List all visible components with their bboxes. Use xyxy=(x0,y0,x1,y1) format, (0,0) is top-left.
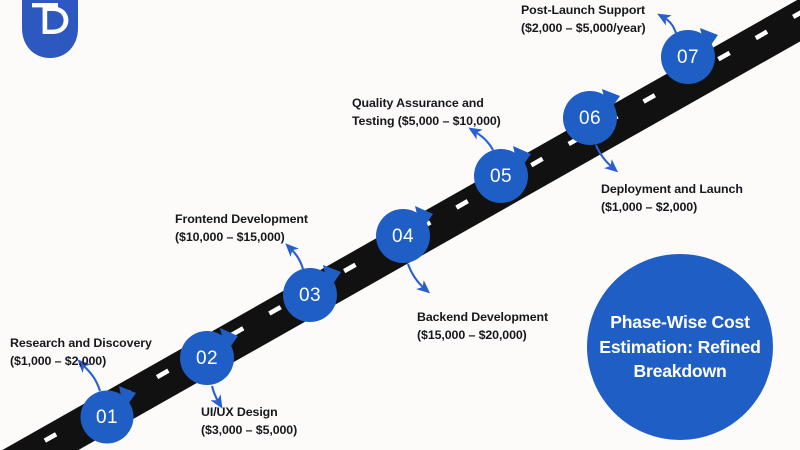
phase-label-07-name: Post-Launch Support xyxy=(521,3,646,17)
phase-pin-05[interactable] xyxy=(474,146,531,203)
page-title: Phase-Wise Cost Estimation: Refined Brea… xyxy=(589,310,770,385)
connector-arrow-group xyxy=(77,13,677,409)
phase-label-02-name: UI/UX Design xyxy=(201,405,278,419)
page-title-line-2: Estimation: Refined xyxy=(599,336,761,357)
arrow-phase-04 xyxy=(407,263,431,294)
phase-pin-03[interactable] xyxy=(283,265,341,322)
page-title-line-3: Breakdown xyxy=(633,361,727,382)
arrow-phase-05 xyxy=(468,127,494,151)
phase-label-02: UI/UX Design ($3,000 – $5,000) xyxy=(201,404,297,439)
td-shield-logo-icon[interactable] xyxy=(22,0,78,62)
phase-label-06-name: Deployment and Launch xyxy=(601,182,743,196)
phase-label-01-cost: ($1,000 – $2,000) xyxy=(10,353,107,368)
phase-label-02-cost: ($3,000 – $5,000) xyxy=(201,422,298,437)
phase-pin-02[interactable] xyxy=(180,328,238,385)
phase-label-05-cost: Testing ($5,000 – $10,000) xyxy=(352,113,501,128)
phase-label-06-cost: ($1,000 – $2,000) xyxy=(601,199,698,214)
arrow-phase-01 xyxy=(77,359,102,392)
page-title-line-1: Phase-Wise Cost xyxy=(610,311,750,332)
phase-label-07: Post-Launch Support ($2,000 – $5,000/yea… xyxy=(521,2,646,37)
arrow-phase-07 xyxy=(657,13,677,34)
phase-label-06: Deployment and Launch ($1,000 – $2,000) xyxy=(601,181,743,216)
phase-label-01-name: Research and Discovery xyxy=(10,336,152,350)
phase-label-05-name: Quality Assurance and xyxy=(352,96,484,110)
phase-label-03-name: Frontend Development xyxy=(175,212,308,226)
phase-label-04-cost: ($15,000 – $20,000) xyxy=(417,327,527,342)
phase-pin-07[interactable] xyxy=(661,28,718,84)
arrow-phase-02 xyxy=(210,385,223,409)
title-bubble: Phase-Wise Cost Estimation: Refined Brea… xyxy=(587,254,773,440)
arrow-phase-06 xyxy=(595,144,619,173)
phase-pin-04[interactable] xyxy=(376,206,433,263)
arrow-phase-03 xyxy=(285,243,305,270)
phase-label-01: Research and Discovery ($1,000 – $2,000) xyxy=(10,335,152,370)
phase-label-04-name: Backend Development xyxy=(417,310,548,324)
phase-label-04: Backend Development ($15,000 – $20,000) xyxy=(417,309,548,344)
phase-label-07-cost: ($2,000 – $5,000/year) xyxy=(521,20,646,35)
phase-pin-06[interactable] xyxy=(563,89,620,145)
phase-label-05: Quality Assurance and Testing ($5,000 – … xyxy=(352,95,501,130)
phase-pin-group xyxy=(80,28,718,444)
phase-label-03-cost: ($10,000 – $15,000) xyxy=(175,229,285,244)
phase-pin-01[interactable] xyxy=(80,386,137,444)
phase-label-03: Frontend Development ($10,000 – $15,000) xyxy=(175,211,308,246)
